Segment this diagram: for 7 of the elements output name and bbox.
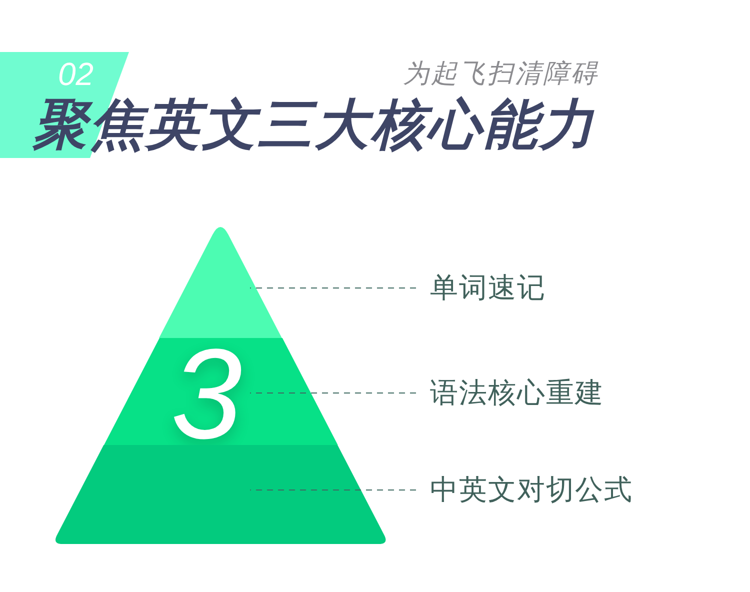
section-number: 02 — [58, 62, 94, 86]
leader-line — [250, 392, 416, 394]
skill-label: 语法核心重建 — [430, 376, 604, 410]
subtitle: 为起飞扫清障碍 — [403, 59, 599, 89]
skill-label: 单词速记 — [430, 271, 546, 305]
skill-label: 中英文对切公式 — [430, 473, 633, 507]
big-number: 3 — [170, 348, 242, 443]
